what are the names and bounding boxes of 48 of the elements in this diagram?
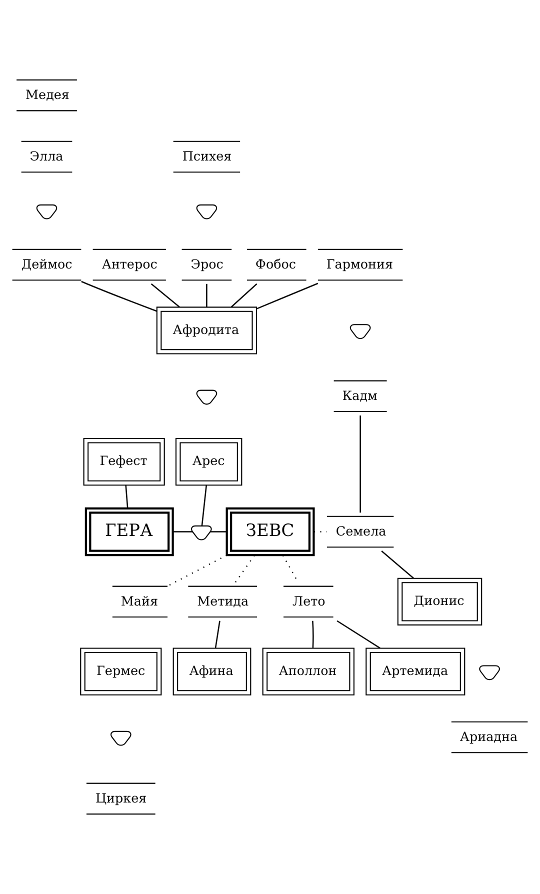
node-text: Медея <box>26 87 70 102</box>
node-box: Гермес <box>80 648 162 696</box>
connector <box>230 283 258 308</box>
node-text: Эрос <box>190 256 224 272</box>
node-text: Фобос <box>255 256 296 272</box>
node-text: Метида <box>197 593 249 608</box>
connector <box>150 283 180 308</box>
node-heart <box>191 525 212 540</box>
connector <box>210 531 227 532</box>
node-heart <box>479 665 500 680</box>
node-box: ГЕРА <box>84 507 174 556</box>
node-text: Гармония <box>326 256 394 272</box>
connector <box>168 554 228 586</box>
connector <box>214 620 220 648</box>
node-box: Афина <box>172 648 252 696</box>
node-box: ЗЕВС <box>226 507 315 556</box>
node-heart <box>350 324 371 340</box>
node-text: Лето <box>292 593 326 608</box>
node-heart <box>36 204 58 220</box>
connector <box>125 485 128 508</box>
node-text: Майя <box>120 593 158 608</box>
connector <box>172 531 193 532</box>
node-text: Психея <box>182 148 232 164</box>
node-text: Антерос <box>102 256 158 272</box>
connector <box>81 280 157 312</box>
node-heart <box>110 730 132 746</box>
node-box: Дионис <box>397 578 482 626</box>
connector <box>381 550 414 579</box>
node-text: Деймос <box>21 256 72 272</box>
node-text: Циркея <box>95 790 147 806</box>
connector <box>256 282 318 310</box>
connector <box>336 620 380 649</box>
node-box: Афродита <box>156 306 258 354</box>
node-box: Арес <box>175 438 242 486</box>
connector <box>206 284 208 308</box>
connector <box>312 620 314 648</box>
connector <box>234 555 255 583</box>
node-box: Артемида <box>366 648 466 696</box>
node-text: Семела <box>336 524 386 539</box>
node-heart <box>196 204 218 220</box>
node-box: Гефест <box>83 438 165 486</box>
connector <box>201 485 207 526</box>
node-text: Элла <box>30 148 64 164</box>
node-text: Кадм <box>342 388 378 403</box>
connector <box>360 416 361 513</box>
node-box: Аполлон <box>262 648 354 696</box>
node-heart <box>196 390 218 405</box>
node-text: Ариадна <box>460 729 518 744</box>
